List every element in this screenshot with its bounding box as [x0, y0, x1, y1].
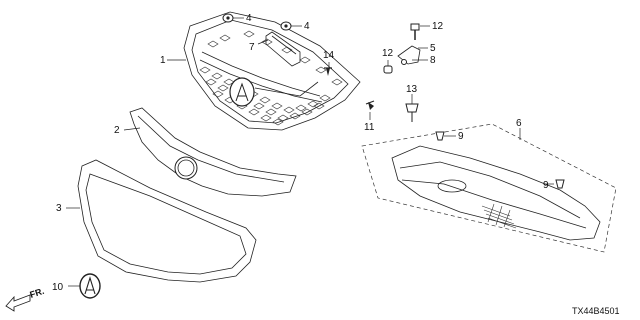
callout-3: 3 — [56, 203, 62, 214]
callout-12-top: 12 — [432, 21, 444, 32]
front-direction-arrow-icon — [5, 294, 31, 312]
front-grille-assembly — [183, 11, 361, 131]
nut-12-lower — [383, 65, 393, 74]
callout-10: 10 — [52, 282, 64, 293]
callout-6: 6 — [516, 118, 522, 129]
clip-4-right — [280, 21, 292, 31]
callout-2: 2 — [114, 125, 120, 136]
screw-11 — [365, 100, 375, 110]
callout-5: 5 — [430, 43, 436, 54]
clip-9-upper — [435, 131, 445, 141]
callout-8: 8 — [430, 55, 436, 66]
callout-11: 11 — [364, 122, 375, 133]
front-direction-label: FR. — [29, 286, 46, 300]
acura-emblem-part-10 — [79, 273, 101, 299]
callout-14: 14 — [323, 50, 335, 61]
screw-14 — [324, 67, 332, 76]
callout-4-right: 4 — [304, 21, 310, 32]
grille-molding — [77, 159, 257, 283]
grille-garnish — [129, 107, 297, 197]
callout-7: 7 — [249, 42, 255, 53]
bracket-part-7 — [265, 31, 301, 67]
under-cover-panel — [391, 145, 601, 241]
callout-1: 1 — [160, 55, 166, 66]
under-cover-dashed-outline — [361, 123, 617, 253]
callout-9-lower: 9 — [543, 180, 549, 191]
callout-4-left: 4 — [246, 13, 252, 24]
bolt-12-top — [410, 23, 420, 40]
diagram-code: TX44B4501 — [572, 306, 620, 316]
callout-9-upper: 9 — [458, 131, 464, 142]
clip-13 — [405, 103, 419, 122]
clip-9-lower — [555, 179, 565, 189]
clip-4-left — [222, 13, 234, 23]
callout-12-lower: 12 — [382, 48, 394, 59]
bolt-8 — [401, 59, 407, 65]
callout-13: 13 — [406, 84, 418, 95]
leader-lines — [66, 17, 554, 287]
